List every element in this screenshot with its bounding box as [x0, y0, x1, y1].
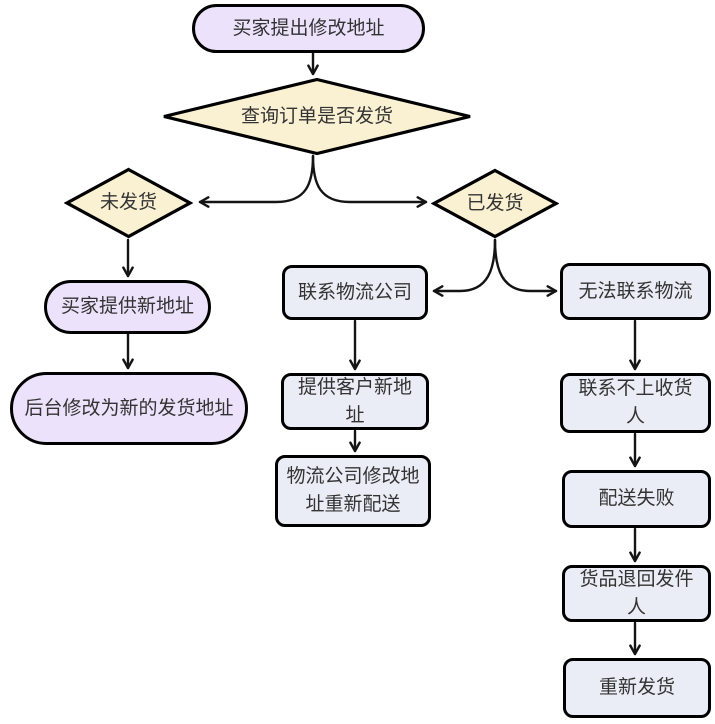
edge-shipped-nocontact [493, 238, 558, 297]
node-cannot-reach-recipient: 联系不上收货人 [560, 373, 711, 433]
node-shipped: 已发货 [431, 168, 559, 239]
node-reship: 重新发货 [563, 658, 711, 718]
node-logistics-redeliver: 物流公司修改地址重新配送 [275, 455, 431, 527]
node-label: 配送失败 [598, 488, 675, 510]
node-returned-to-sender: 货品退回发件人 [562, 565, 711, 622]
node-label: 买家提供新地址 [60, 296, 194, 318]
node-label: 无法联系物流 [578, 280, 693, 302]
node-label: 买家提出修改地址 [232, 17, 385, 39]
node-label: 货品退回发件人 [579, 568, 694, 618]
node-label: 已发货 [466, 192, 524, 214]
node-not-shipped: 未发货 [64, 167, 193, 239]
edge-check-shipped [311, 154, 428, 208]
node-label: 提供客户新地址 [297, 376, 412, 426]
node-label: 联系不上收货人 [578, 378, 693, 427]
node-backend-update: 后台修改为新的发货地址 [10, 372, 248, 445]
node-label: 后台修改为新的发货地址 [24, 397, 234, 419]
node-label: 联系物流公司 [297, 281, 412, 303]
node-start: 买家提出修改地址 [192, 4, 425, 53]
node-provide-new-address: 提供客户新地址 [281, 373, 429, 430]
node-check-shipped: 查询订单是否发货 [161, 77, 473, 156]
edge-check-notshipped [198, 154, 315, 208]
node-contact-logistics: 联系物流公司 [282, 265, 428, 320]
diamond-shape [431, 168, 559, 239]
node-buyer-new-address: 买家提供新地址 [44, 280, 211, 334]
diamond-shape [64, 167, 193, 239]
node-label: 查询订单是否发货 [240, 105, 393, 127]
node-cannot-contact-logistics: 无法联系物流 [560, 263, 711, 320]
diamond-shape [163, 77, 471, 156]
node-delivery-failed: 配送失败 [562, 470, 711, 528]
node-label: 未发货 [99, 192, 157, 214]
edge-shipped-contact [432, 238, 497, 297]
node-label: 物流公司修改地址重新配送 [286, 466, 420, 515]
node-label: 重新发货 [598, 677, 675, 699]
